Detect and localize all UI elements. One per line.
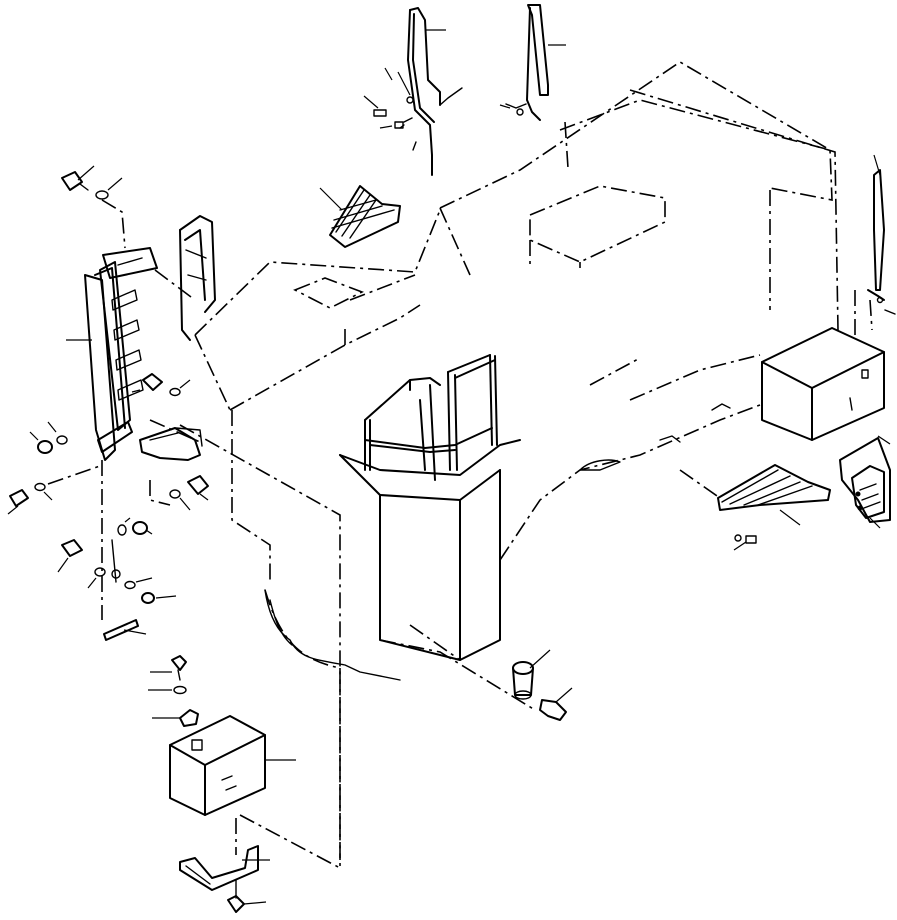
handrail-top-left: [363, 7, 463, 176]
tool-box-right: [761, 290, 885, 441]
handrail-top-right: [499, 4, 566, 121]
light-right: [839, 435, 891, 529]
step-top: [319, 185, 401, 248]
bracket-bottom: [179, 814, 341, 891]
fasteners: [7, 165, 731, 913]
ladder-left: [66, 247, 196, 461]
step-right: [679, 464, 831, 551]
tool-box-bottom: [169, 715, 296, 816]
light-lower: [512, 649, 551, 700]
handrail-left: [179, 215, 216, 341]
bracket-mid-left: [139, 419, 341, 860]
handrail-right: [867, 154, 896, 315]
machine-body: [194, 61, 839, 868]
cab-railing: [364, 354, 498, 481]
